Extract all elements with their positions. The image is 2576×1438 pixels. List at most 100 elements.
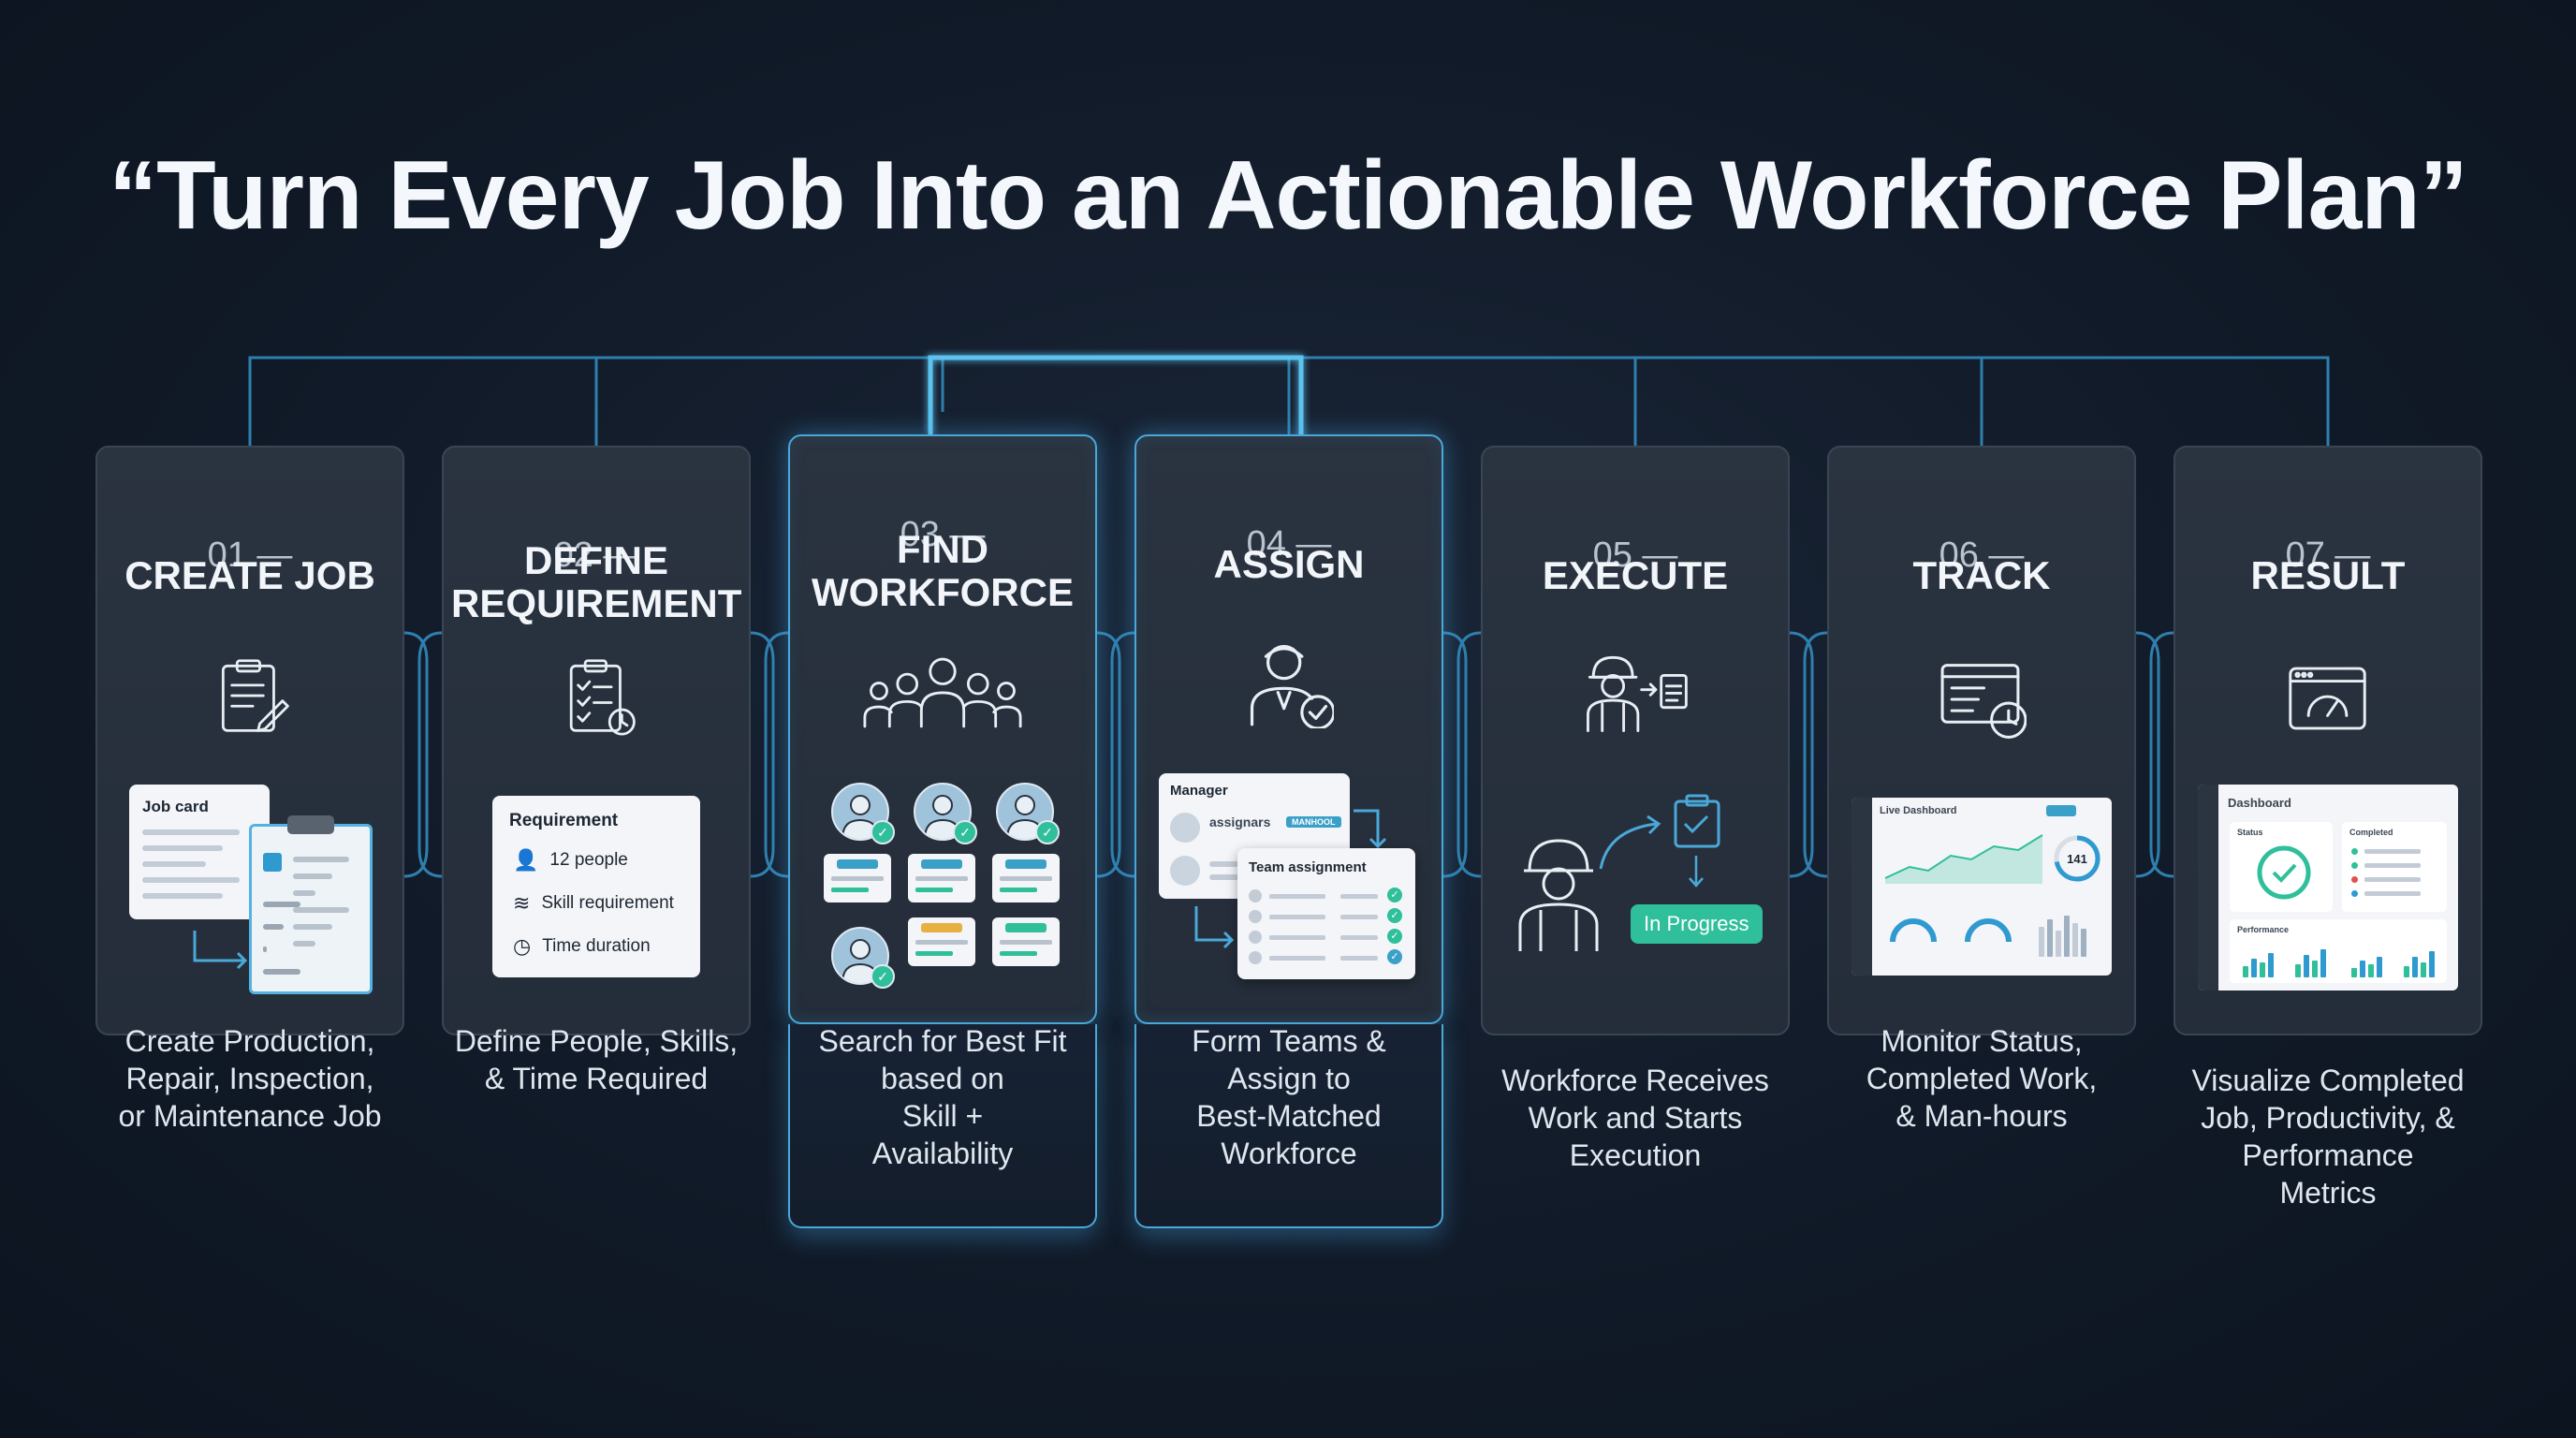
text-line [263,924,284,930]
step-description: Search for Best Fit based on Skill + Ava… [818,1024,1067,1170]
flow-arrow-icon [1194,906,1235,949]
worker-clipboard-icon [1587,655,1688,732]
team-assignment-mock: Team assignment ✓ ✓ ✓ ✓ [1237,848,1415,979]
text-line [293,857,349,862]
job-card-mock: Job card [129,785,270,919]
text-line [263,969,300,975]
requirement-title: Requirement [509,811,619,830]
chart-bar [2251,959,2257,977]
check-badge: ✓ [871,964,895,989]
performance-label: Performance [2237,925,2290,934]
step-mockup: Dashboard Status Completed Performance [2174,446,2482,1035]
dashboard-sidebar [2198,785,2218,990]
checklist-clock-icon [569,659,636,736]
team-row [1249,951,1262,964]
chart-bar [2320,949,2326,977]
requirement-skill: ≋Skill requirement [513,891,674,915]
live-dashboard-mock: Live Dashboard 141 [1852,798,2112,976]
manager-avatar [1170,856,1200,886]
side-bracket-line [1110,631,1135,878]
chart-bar [2304,955,2309,977]
manager-avatar [1170,813,1200,843]
chart-bar [2377,957,2382,977]
clipboard-edit-icon [221,659,289,732]
chart-bar [2368,964,2374,977]
step-title: CREATE JOB [124,553,375,597]
worker-card [992,854,1060,902]
result-dashboard-mock: Dashboard Status Completed Performance [2198,785,2458,990]
chart-bar [2056,931,2061,957]
step-mockup: Manager assignars MANHOOL Team assignmen… [1134,434,1443,1024]
live-dashboard-title: Live Dashboard [1880,805,1957,816]
team-assignment-title: Team assignment [1249,859,1367,875]
side-bracket-line [1456,631,1482,878]
job-clipboard-mock [249,815,373,994]
result-dashboard-title: Dashboard [2228,796,2291,810]
side-bracket-line [2149,631,2174,878]
step-card-extension [1134,1024,1443,1228]
side-bracket-line [1803,631,1828,878]
flow-arrow-icon [1599,814,1661,870]
completed-label: Completed [2349,828,2393,837]
step-description: Monitor Status, Completed Work, & Man-ho… [1866,1024,2098,1133]
performance-panel: Performance [2230,919,2447,983]
check-badge: ✓ [871,820,895,844]
chart-bar [2081,929,2086,957]
check-badge: ✓ [953,820,977,844]
step-mockup: ✓ ✓ ✓ ✓ [788,434,1097,1024]
chart-bar [2421,962,2426,977]
task-clipboard-icon [1674,794,1720,848]
text-line [293,873,332,879]
job-card-title: Job card [142,798,209,815]
status-pill: In Progress [1631,904,1763,944]
side-bracket-line [1789,631,1814,878]
step-title: FIND WORKFORCE [812,527,1074,614]
text-line [293,924,332,930]
requirement-card-mock: Requirement 👤12 people ≋Skill requiremen… [492,796,700,977]
svg-text:141: 141 [2067,852,2087,866]
side-bracket-line [1096,631,1121,878]
step-number: 04 — [1246,524,1332,564]
step-description: Form Teams & Assign to Best-Matched Work… [1192,1024,1386,1170]
step-title: RESULT [2250,553,2406,597]
chart-bar [2312,961,2318,977]
text-line [142,829,240,835]
area-chart [1884,834,2043,884]
check-icon: ✓ [1387,929,1402,944]
side-bracket-line [1442,631,1468,878]
dashboard-clock-icon [1940,664,2027,739]
flow-arrow-icon [1354,809,1387,849]
status-panel: Status [2230,822,2333,912]
text-line [263,946,267,952]
chart-bar [2429,951,2435,977]
step-title: EXECUTE [1542,553,1729,597]
gauge-icon [1965,918,2012,943]
chart-bar [2039,927,2044,957]
status-label: Status [2237,828,2263,837]
person-icon: 👤 [513,848,539,872]
step-description: Workforce Receives Work and Starts Execu… [1501,1064,1769,1172]
chart-bar [2064,916,2070,957]
worker-card [908,854,975,902]
requirement-time: ◷Time duration [513,934,651,958]
gauge-window-icon [2289,667,2366,730]
chart-bar [2047,919,2053,957]
chart-bar [2360,961,2365,977]
team-row [1249,910,1262,923]
dashboard-tag [2046,805,2077,816]
assignars-label: assignars [1209,814,1271,829]
step-title: ASSIGN [1213,542,1365,586]
step-mockup: In Progress [1481,446,1790,1035]
step-number: 07 — [2285,536,2371,575]
manhool-tag: MANHOOL [1286,816,1341,828]
text-line [293,941,315,946]
step-mockup: Live Dashboard 141 [1827,446,2136,1035]
text-line [293,907,349,913]
requirement-people: 👤12 people [513,848,628,872]
page-title: “Turn Every Job Into an Actionable Workf… [109,141,2468,250]
step-mockup: Requirement 👤12 people ≋Skill requiremen… [442,446,751,1035]
step-number: 02 — [553,536,639,575]
text-line [142,877,240,883]
manager-label: Manager [1170,783,1228,799]
progress-ring: 141 [2054,835,2100,882]
